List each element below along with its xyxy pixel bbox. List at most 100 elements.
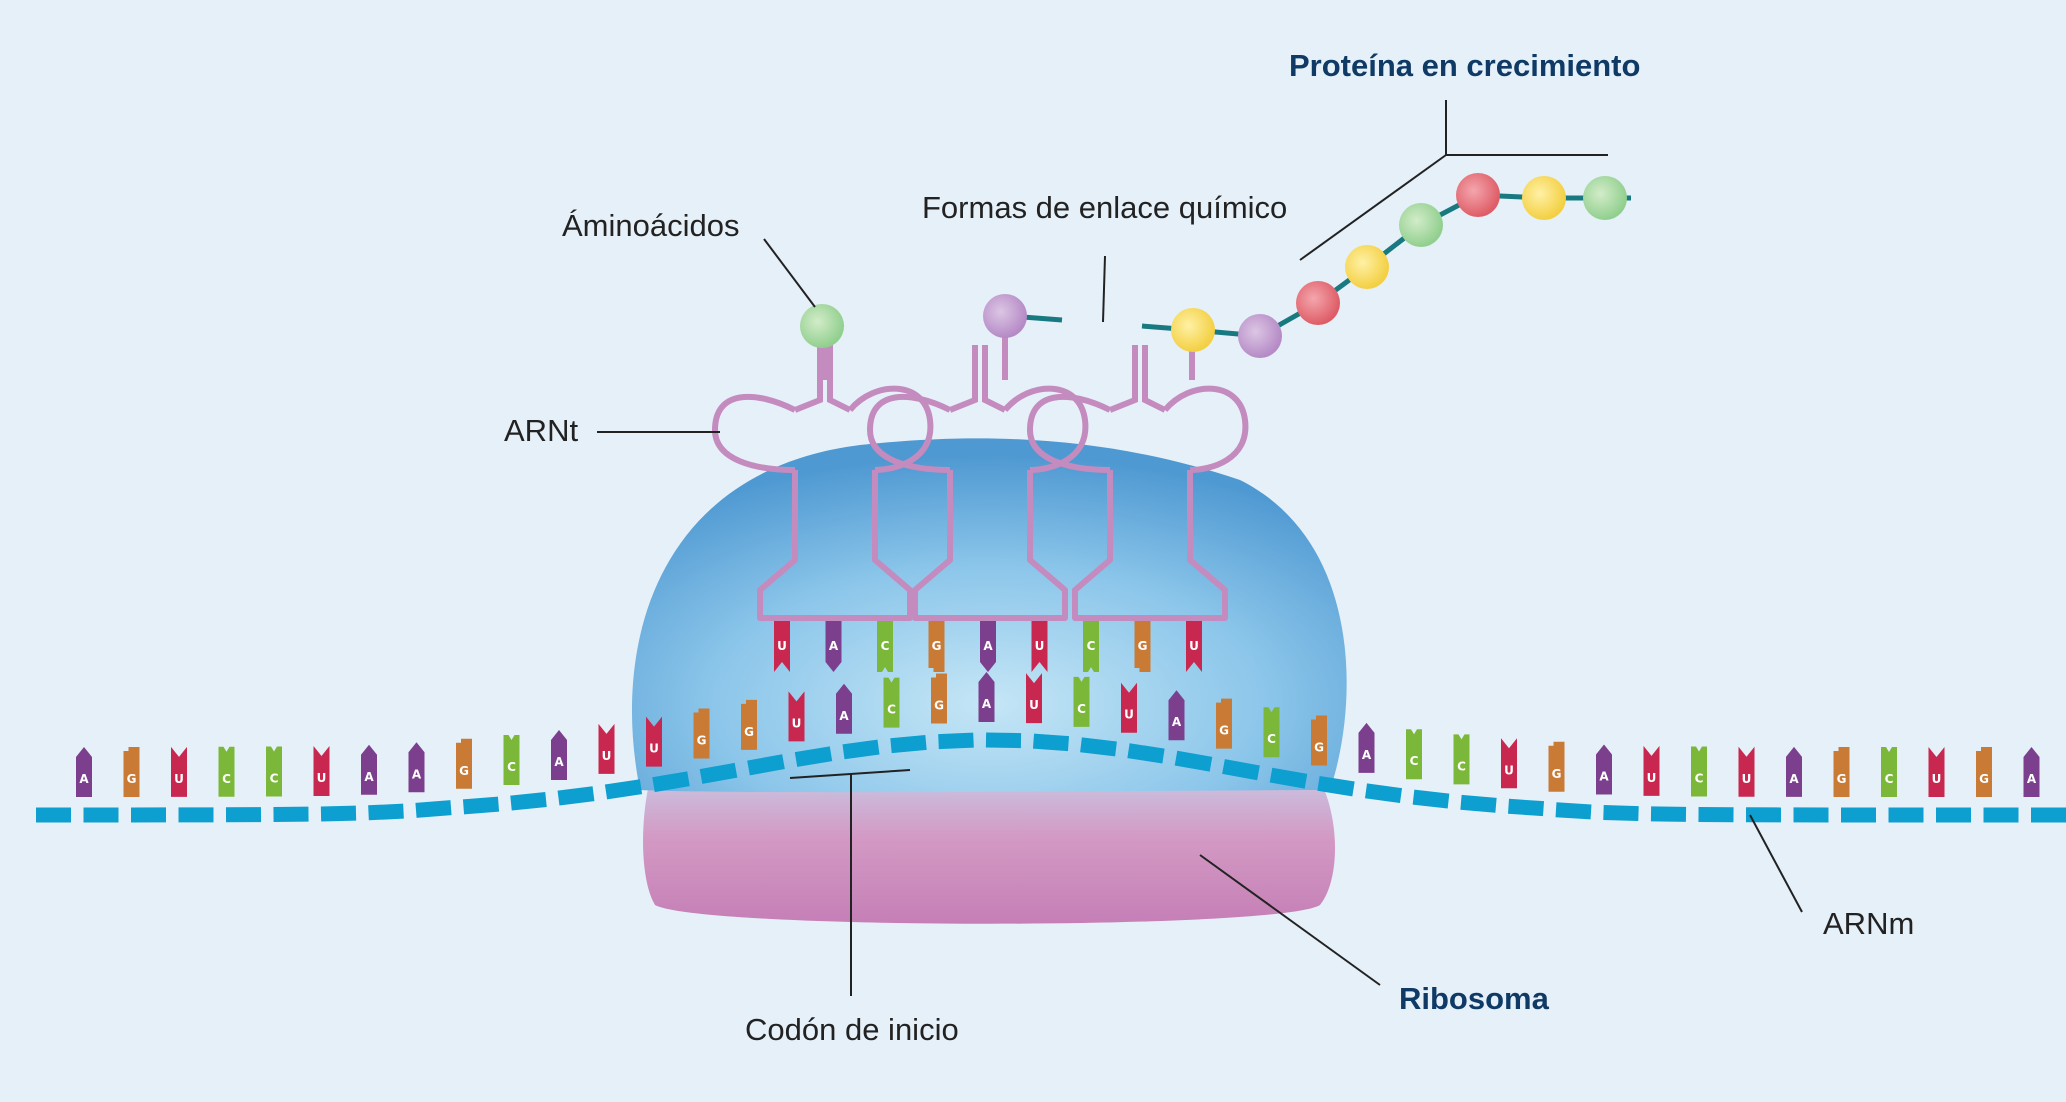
anticodon-shape [774, 618, 790, 672]
label-trna: ARNt [504, 413, 578, 448]
trna-stem [912, 470, 1068, 621]
amino-acid-yellow [1522, 176, 1566, 220]
mrna-base-letter: G [697, 733, 707, 747]
mrna-base: C [1881, 746, 1897, 797]
mrna-base: G [931, 673, 947, 724]
mrna-backbone-segment [1127, 743, 1165, 764]
mrna-base-letter: U [1742, 772, 1752, 786]
mrna-base-shape [1643, 745, 1660, 796]
trna-molecule [711, 345, 934, 621]
trna-acceptor [793, 345, 852, 413]
anticodon-shape [1186, 618, 1202, 672]
mrna-base-shape [456, 738, 472, 789]
mrna-base-letter: G [934, 699, 944, 713]
mrna-base-letter: A [1599, 769, 1609, 783]
anticodon-base: C [1083, 618, 1099, 672]
mrna-base-shape [1976, 746, 1992, 797]
mrna-backbone-segment [1222, 759, 1260, 781]
mrna-base-shape [76, 746, 92, 797]
mrna-base-shape [361, 744, 377, 795]
mrna-backbone-segment [462, 796, 500, 815]
mrna-base: A [76, 746, 92, 797]
amino-acid-purple [1238, 314, 1282, 358]
mrna-base-letter: G [1979, 772, 1989, 786]
mrna-base-shape [1263, 707, 1280, 758]
trna-acceptor [948, 345, 1007, 413]
mrna-base: A [978, 672, 995, 723]
mrna-base-letter: U [649, 742, 659, 756]
mrna-base-shape [2023, 746, 2040, 797]
mrna-base-shape [1501, 738, 1517, 789]
mrna-backbone-segment [1364, 783, 1403, 804]
mrna-base-letter: A [1789, 772, 1799, 786]
mrna-base-shape [1548, 741, 1565, 792]
mrna-base: A [836, 683, 852, 734]
mrna-base: C [1073, 676, 1090, 727]
anticodon-shape [928, 618, 945, 672]
mrna-base: U [171, 746, 187, 797]
mrna-backbone-segment [985, 732, 1022, 749]
mrna-base-shape [1833, 746, 1850, 797]
mrna-base-shape [1406, 729, 1422, 780]
mrna-backbone-segment [1412, 789, 1450, 809]
mrna-backbone-segment [604, 779, 643, 800]
mrna-base-shape [1168, 690, 1185, 741]
mrna-base-shape [741, 699, 757, 750]
mrna-backbone-segment [510, 792, 547, 811]
anticodon-base: G [928, 618, 945, 672]
mrna-backbone-segment [938, 732, 974, 750]
mrna-base: U [1026, 673, 1042, 724]
mrna-base-shape [1311, 715, 1327, 766]
mrna-base: U [313, 745, 330, 796]
trna-stem [1072, 470, 1228, 621]
mrna-base-letter: C [1885, 772, 1894, 786]
anticodon-letter: G [932, 639, 942, 653]
mrna-base-letter: G [1552, 767, 1562, 781]
mrna-backbone-segment [1460, 794, 1497, 813]
mrna-base: G [1976, 746, 1992, 797]
mrna-backbone-segment [1080, 737, 1117, 757]
mrna-base-shape [1596, 744, 1612, 795]
anticodon-shape [980, 618, 996, 672]
mrna-base-shape [1928, 746, 1945, 797]
trna-arm-left [1026, 393, 1112, 473]
mrna-base-shape [1073, 676, 1090, 727]
anticodon-letter: A [983, 639, 993, 653]
mrna-base-shape [123, 746, 140, 797]
mrna-base-letter: U [602, 749, 612, 763]
mrna-base-shape [1738, 746, 1755, 797]
mrna-base-letter: A [2027, 772, 2037, 786]
mrna-base: C [1691, 746, 1707, 797]
anticodon-letter: U [777, 639, 787, 653]
mrna-base-letter: A [839, 709, 849, 723]
mrna-base-shape [313, 745, 330, 796]
anticodon-base: U [774, 618, 790, 672]
anticodon-base: A [980, 618, 996, 672]
mrna-base-letter: G [459, 764, 469, 778]
mrna-base-letter: A [982, 697, 992, 711]
mrna-backbone-segment [1555, 802, 1592, 820]
anticodon-base: C [877, 618, 893, 672]
mrna-base-letter: U [1029, 698, 1039, 712]
mrna-base-letter: C [887, 703, 896, 717]
trna-arm-right [1002, 385, 1089, 473]
mrna-base: U [1121, 682, 1137, 733]
mrna-base-shape [1216, 698, 1232, 749]
trna-arm-right [1162, 385, 1249, 473]
mrna-base-shape [788, 691, 805, 742]
trna-molecules [711, 345, 1249, 621]
mrna-base: U [598, 723, 615, 774]
mrna-backbone-segment [1032, 733, 1070, 752]
mrna-base-letter: C [1695, 771, 1704, 785]
mrna-base-letter: C [1077, 702, 1086, 716]
amino-acid-red [1456, 173, 1500, 217]
mrna-base-letter: G [1837, 772, 1847, 786]
mrna-base: C [1263, 707, 1280, 758]
mrna-backbone-segment [320, 805, 357, 822]
mrna-base: G [123, 746, 140, 797]
mrna-base-letter: U [792, 716, 802, 730]
mrna-base: A [1168, 690, 1185, 741]
label-aminoacids: Áminoácidos [562, 208, 739, 243]
mrna-base: C [218, 746, 235, 797]
